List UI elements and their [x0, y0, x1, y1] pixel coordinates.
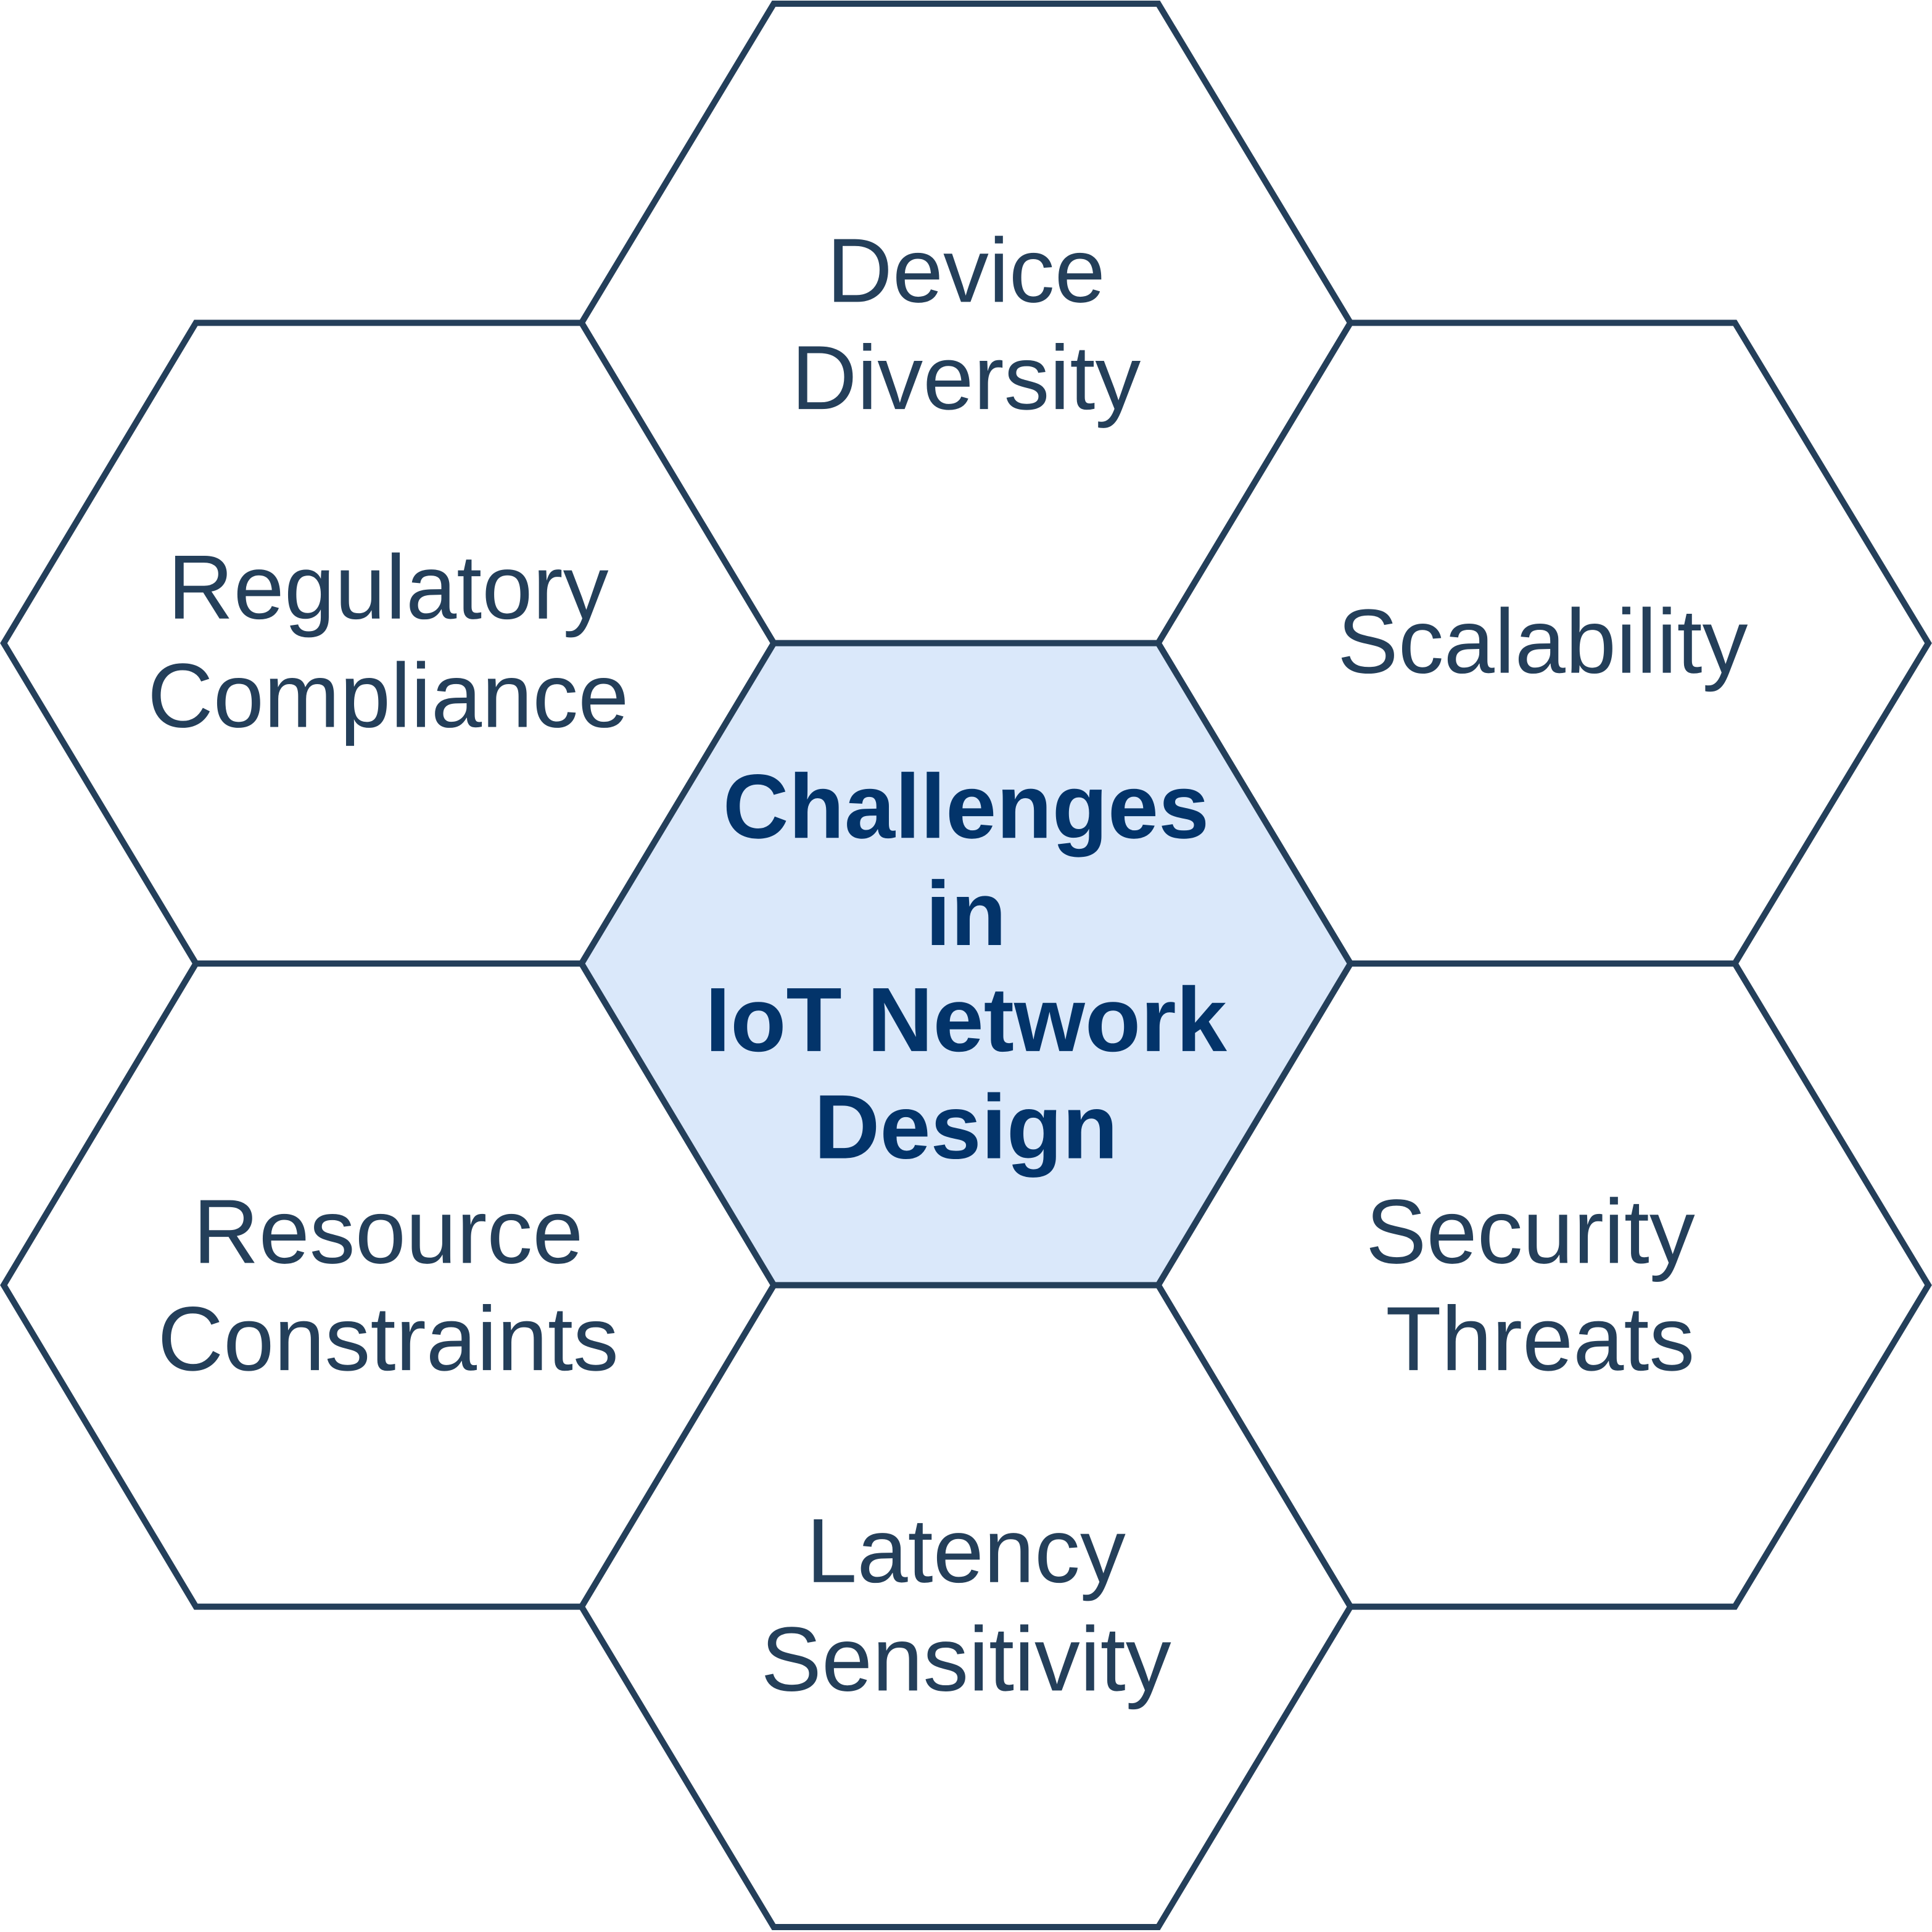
hex-label: Security	[1366, 1181, 1695, 1282]
hex-label: Constraints	[157, 1288, 619, 1390]
center-title-line: in	[925, 863, 1006, 965]
hex-label: Device	[827, 220, 1105, 321]
hex-label: Sensitivity	[761, 1609, 1171, 1711]
hex-label: Scalability	[1337, 591, 1748, 693]
hex-label: Compliance	[147, 645, 629, 746]
hex-label: Resource	[193, 1181, 584, 1282]
svg-text:Scalability: Scalability	[1337, 591, 1748, 693]
center-title-line: IoT Network	[705, 969, 1228, 1071]
hex-label: Latency	[806, 1500, 1126, 1602]
hex-label: Diversity	[791, 327, 1141, 429]
center-title-line: Design	[814, 1076, 1118, 1178]
hex-label: Regulatory	[168, 537, 609, 638]
hex-label: Threats	[1385, 1288, 1695, 1390]
center-title-line: Challenges	[723, 756, 1210, 857]
